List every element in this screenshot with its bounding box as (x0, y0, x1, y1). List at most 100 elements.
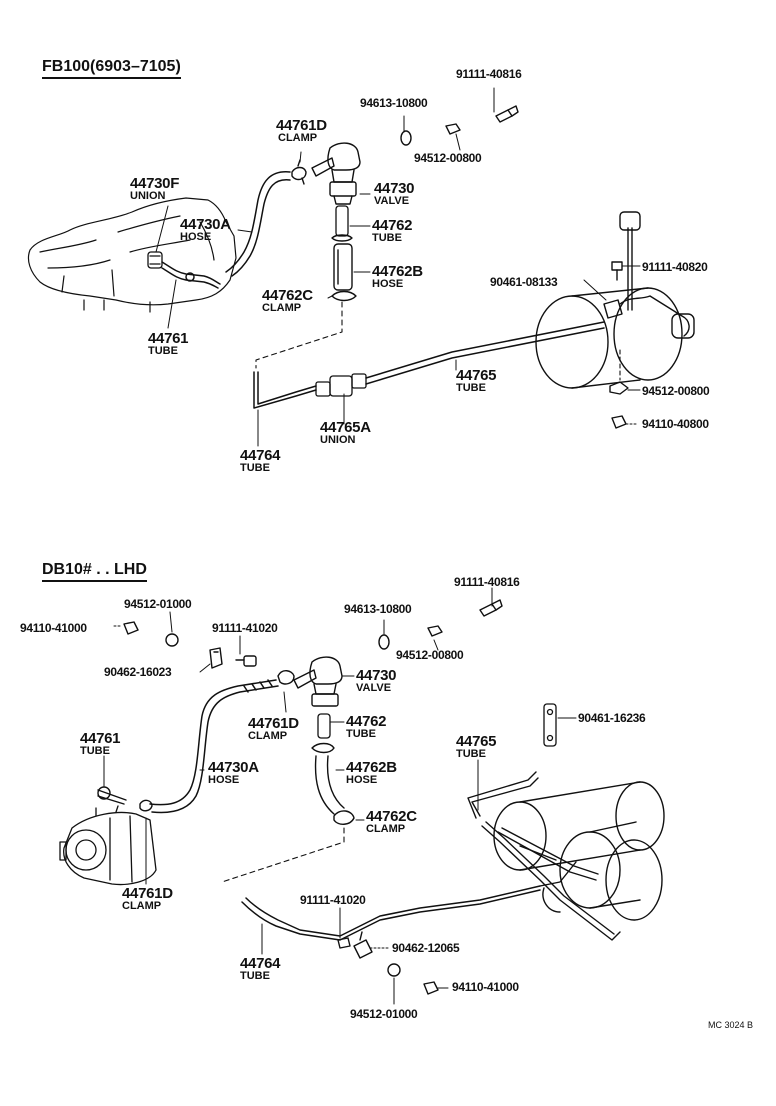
part-number-44761D: 44761D (122, 885, 173, 902)
part-number-94512-00800: 94512-00800 (642, 384, 710, 398)
tube-44762-top (335, 205, 349, 237)
part-name-tube: TUBE (456, 382, 486, 394)
tube-44762-bottom (317, 713, 331, 739)
valve-44730-bottom (293, 656, 343, 707)
part-name-hose: HOSE (372, 278, 404, 290)
part-number-94110-41000: 94110-41000 (452, 980, 519, 994)
part-name-valve: VALVE (356, 682, 392, 694)
washer-94512-00800-lower (609, 381, 629, 395)
clamp-44761D-pump (139, 799, 153, 812)
part-number-44730F: 44730F (130, 175, 180, 192)
part-name-hose: HOSE (346, 774, 378, 786)
dashed-leader-top (255, 301, 343, 369)
part-number-91111-40816: 91111-40816 (456, 67, 522, 81)
nut-94110-41000-upper (123, 621, 139, 635)
part-name-clamp: CLAMP (278, 132, 318, 144)
clamp-44762C-bottom (333, 810, 355, 825)
part-number-44765A: 44765A (320, 419, 371, 436)
part-number-44762B: 44762B (346, 759, 397, 776)
part-number-90462-12065: 90462-12065 (392, 941, 460, 955)
nut-94512-00800-bottom (427, 625, 443, 637)
part-number-44762C: 44762C (366, 808, 417, 825)
part-number-94613-10800: 94613-10800 (360, 96, 428, 110)
bolt-91111-40816-bottom (479, 599, 503, 617)
part-number-44761D: 44761D (248, 715, 299, 732)
pump-body-bottom (59, 805, 157, 886)
valve-44730-top (311, 142, 361, 205)
washer-94613-10800-top (400, 130, 412, 146)
part-number-90462-16023: 90462-16023 (104, 665, 172, 679)
part-number-44762: 44762 (346, 713, 387, 730)
tank-top (535, 211, 695, 389)
part-number-44761: 44761 (148, 330, 189, 347)
part-name-tube: TUBE (240, 462, 270, 474)
tube-44761-top (161, 261, 221, 289)
part-name-clamp: CLAMP (248, 730, 288, 742)
part-number-44764: 44764 (240, 447, 281, 464)
part-number-91111-40816: 91111-40816 (454, 575, 520, 589)
nut-94110-41000-lower (423, 981, 439, 995)
bolt-91111-40820 (611, 261, 623, 281)
part-number-94512-00800: 94512-00800 (396, 648, 464, 662)
part-name-tube: TUBE (372, 232, 402, 244)
part-name-valve: VALVE (374, 195, 410, 207)
part-name-tube: TUBE (456, 748, 486, 760)
section-heading-fb100: FB100(6903–7105) (42, 58, 181, 79)
leader-lines-top (155, 87, 641, 447)
part-number-94512-00800: 94512-00800 (414, 151, 482, 165)
part-number-44765: 44765 (456, 733, 497, 750)
tube-44764-bottom (241, 885, 541, 941)
nut-94512-01000-upper (165, 633, 179, 647)
clip-90462-16023 (209, 647, 223, 669)
tanks-bottom (493, 781, 665, 921)
dashed-leader-bottom (221, 827, 345, 883)
engine-block-outline (27, 197, 237, 313)
hose-44730A-top (225, 171, 291, 277)
part-name-clamp: CLAMP (262, 302, 302, 314)
bolt-91111-40816-top (495, 105, 519, 123)
part-number-44762C: 44762C (262, 287, 313, 304)
part-name-clamp: CLAMP (366, 823, 406, 835)
clamp-44761D-valve (277, 670, 295, 685)
clamp-44762-bottom (311, 742, 335, 754)
clamp-44762C-top (331, 290, 357, 302)
bolt-91111-41020-upper (235, 655, 257, 667)
hose-44762B-bottom (314, 755, 345, 815)
part-name-tube: TUBE (148, 345, 178, 357)
clamp-44761D-top (291, 159, 307, 185)
part-name-tube: TUBE (346, 728, 376, 740)
part-number-44764: 44764 (240, 955, 281, 972)
union-44765A-top (315, 373, 367, 397)
tube-44761-bottom (97, 786, 127, 805)
part-number-44761: 44761 (80, 730, 121, 747)
washer-94613-10800-bottom (378, 634, 390, 650)
bolt-91111-41020-lower (337, 937, 351, 949)
tube-44765-top (365, 321, 605, 385)
part-number-94110-40800: 94110-40800 (642, 417, 709, 431)
hose-44730A-bottom (149, 679, 279, 814)
part-number-44730A: 44730A (180, 216, 231, 233)
part-number-44730: 44730 (356, 667, 397, 684)
tube-44765-bottom (467, 771, 621, 941)
nut-94512-00800-top (445, 123, 461, 135)
part-name-tube: TUBE (240, 970, 270, 982)
leader-lines-bottom (103, 587, 577, 1005)
nut-94512-01000-lower (387, 963, 401, 977)
part-number-94512-01000: 94512-01000 (350, 1007, 418, 1021)
clamp-44762-top (331, 234, 353, 242)
hose-44762B-top (333, 243, 353, 291)
union-44730F (147, 251, 163, 269)
part-number-90461-08133: 90461-08133 (490, 275, 558, 289)
part-name-clamp: CLAMP (122, 900, 162, 912)
part-number-90461-16236: 90461-16236 (578, 711, 646, 725)
part-number-91111-40820: 91111-40820 (642, 260, 708, 274)
part-number-44730A: 44730A (208, 759, 259, 776)
part-number-94512-01000: 94512-01000 (124, 597, 192, 611)
clip-90462-12065 (353, 931, 373, 959)
figure-code: MC 3024 B (708, 1020, 754, 1030)
tube-44764-top (253, 371, 317, 409)
part-number-94110-41000: 94110-41000 (20, 621, 87, 635)
part-number-94613-10800: 94613-10800 (344, 602, 412, 616)
